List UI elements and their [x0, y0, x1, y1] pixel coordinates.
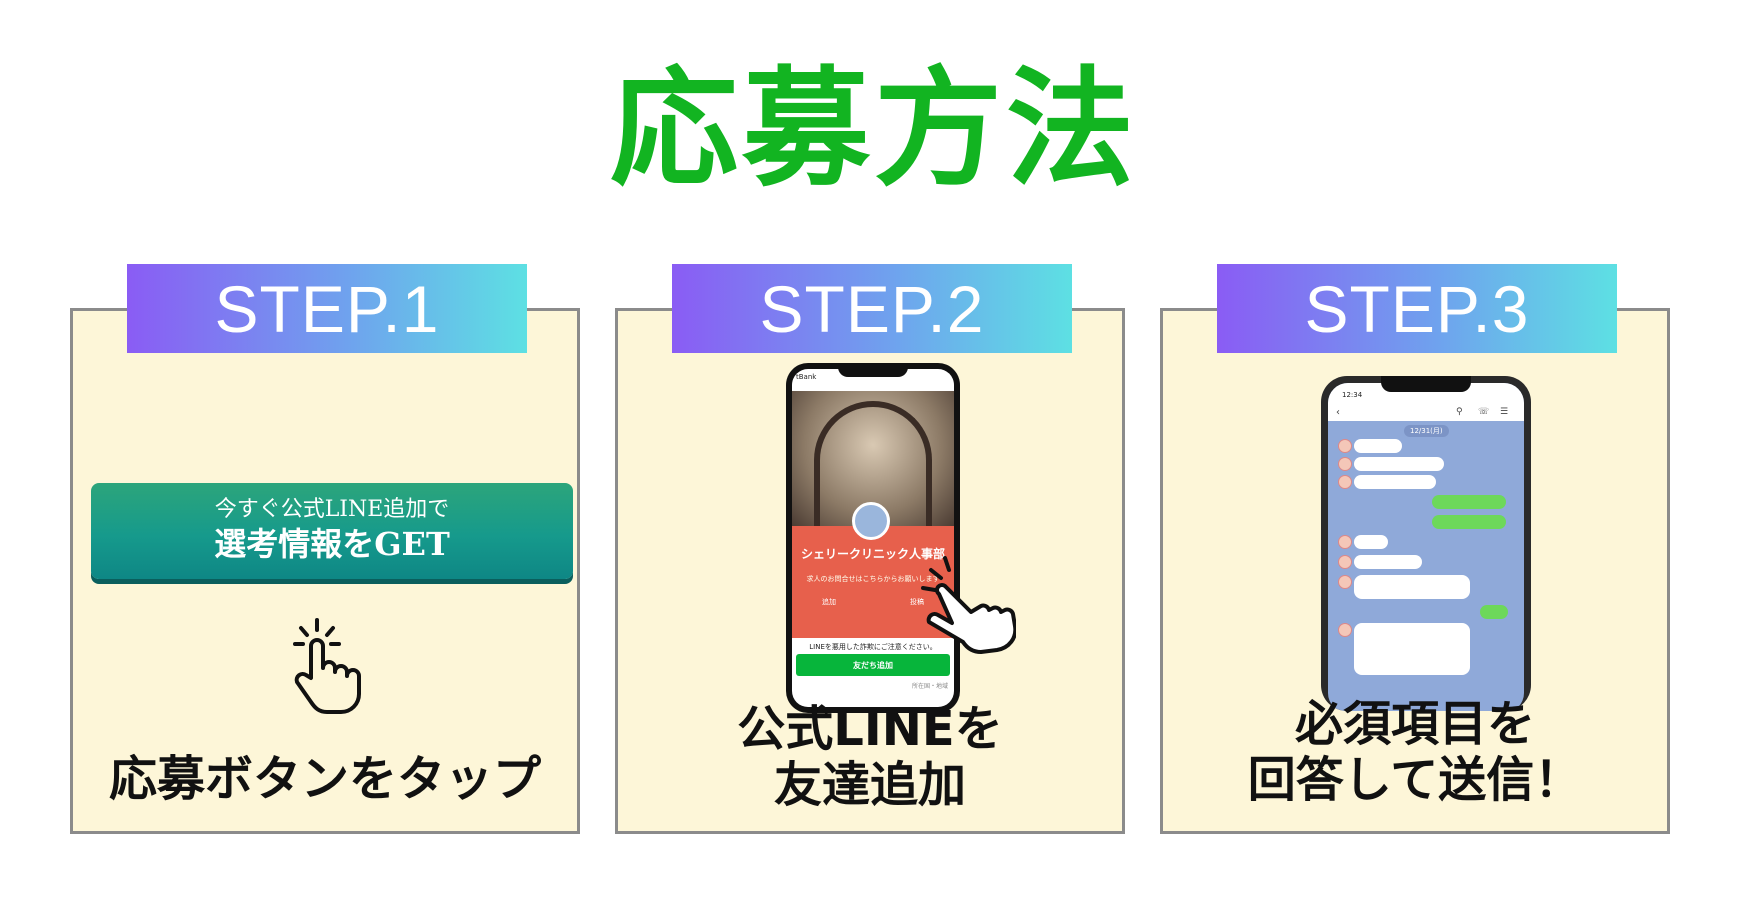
incoming-message [1354, 535, 1388, 549]
step2-label: STEP.2 [672, 264, 1072, 353]
outgoing-message [1432, 495, 1506, 509]
profile-description: 求人のお問合せはこちらからお願いします [806, 575, 940, 583]
avatar [1338, 439, 1352, 453]
step2-card: tBank シェリークリニック人事部 求人のお問合せはこちらからお願いします 追… [615, 308, 1125, 834]
cta-line1: 今すぐ公式LINE追加で [214, 497, 450, 522]
avatar [852, 502, 890, 540]
line-profile-screen: tBank シェリークリニック人事部 求人のお問合せはこちらからお願いします 追… [792, 369, 954, 707]
step3-caption-line1: 必須項目を [1294, 696, 1535, 752]
clinic-name: シェリークリニック人事部 [800, 547, 945, 561]
tap-hand-icon [293, 618, 361, 714]
call-icon[interactable]: ☏ [1478, 407, 1490, 417]
line-cta-button[interactable]: 今すぐ公式LINE追加で 選考情報をGET [91, 483, 573, 579]
step1-label: STEP.1 [127, 264, 527, 353]
phone-mockup-line-profile: tBank シェリークリニック人事部 求人のお問合せはこちらからお願いします 追… [786, 363, 960, 713]
avatar [1338, 475, 1352, 489]
region-footer: 所在国・地域 [911, 683, 948, 690]
avatar [1338, 535, 1352, 549]
incoming-message [1354, 475, 1436, 489]
status-bar: tBank [796, 373, 817, 381]
fraud-warning: LINEを悪用した詐欺にご注意ください。 [809, 643, 937, 651]
avatar [1338, 457, 1352, 471]
search-icon[interactable]: ⚲ [1456, 407, 1463, 417]
outgoing-message [1480, 605, 1508, 619]
incoming-message [1354, 555, 1422, 569]
back-icon[interactable]: ‹ [1336, 407, 1340, 418]
page-title: 応募方法 [609, 55, 1138, 204]
outgoing-message [1432, 515, 1506, 529]
step3-caption-line2: 回答して送信！ [1247, 752, 1583, 808]
add-action[interactable]: 追加 [822, 598, 836, 606]
cta-line2: 選考情報をGET [214, 525, 450, 563]
step3-card: 12:34 ‹ ⚲ ☏ ☰ 12/31(月) 必須項目を 回答して送 [1160, 308, 1670, 834]
status-time: 12:34 [1342, 391, 1363, 399]
phone-notch [838, 363, 908, 377]
incoming-message [1354, 439, 1402, 453]
incoming-message [1354, 575, 1470, 599]
clinic-photo [792, 391, 954, 551]
phone-notch [1381, 376, 1471, 392]
avatar [1338, 623, 1352, 637]
profile-actions: 追加 投稿 [822, 597, 924, 607]
step1-card: 今すぐ公式LINE追加で 選考情報をGET 応募ボタンをタップ [70, 308, 580, 834]
avatar [1338, 555, 1352, 569]
incoming-message [1354, 457, 1444, 471]
step2-caption-line2: 友達追加 [773, 757, 966, 813]
step3-label: STEP.3 [1217, 264, 1617, 353]
avatar [1338, 575, 1352, 589]
post-action[interactable]: 投稿 [910, 598, 924, 606]
chat-screen: 12:34 ‹ ⚲ ☏ ☰ 12/31(月) [1328, 383, 1524, 711]
add-friend-button[interactable]: 友だち追加 [796, 654, 950, 676]
phone-mockup-chat: 12:34 ‹ ⚲ ☏ ☰ 12/31(月) [1321, 376, 1531, 711]
menu-icon[interactable]: ☰ [1500, 407, 1509, 417]
tap-hand-icon [921, 556, 1016, 654]
chat-date: 12/31(月) [1404, 425, 1449, 437]
step1-caption: 応募ボタンをタップ [108, 751, 541, 807]
incoming-message [1354, 623, 1470, 675]
step2-caption-line1: 公式LINEを [737, 701, 1003, 757]
